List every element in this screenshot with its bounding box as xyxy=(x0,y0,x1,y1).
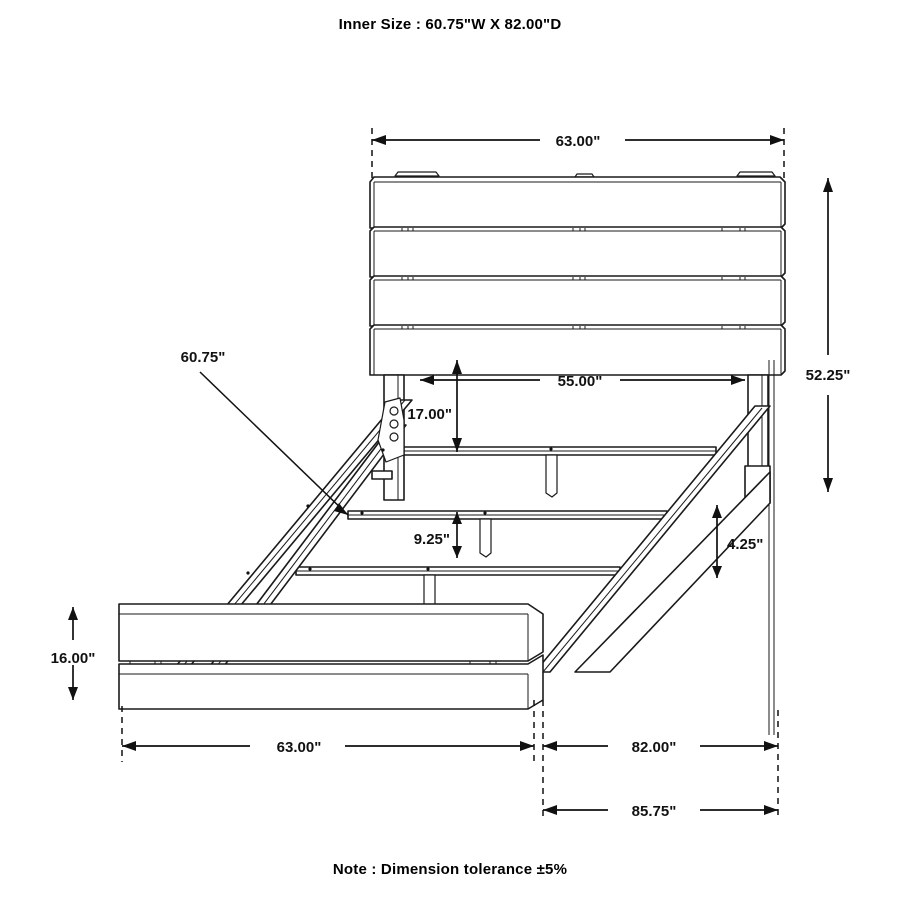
bracket-screw xyxy=(381,448,385,452)
dim-bottom-right: 82.00" xyxy=(543,739,778,756)
right-rail-face xyxy=(574,471,771,673)
footboard-slat-bottom-edge xyxy=(119,673,529,709)
bracket-bolt-3 xyxy=(389,432,399,442)
dim-b63-label: 63.00" xyxy=(277,739,322,756)
dim-b82-arrow-right xyxy=(764,741,778,751)
headboard-slat-3 xyxy=(369,275,786,327)
dim-inner-slat-leader: 60.75" xyxy=(181,349,349,516)
dim-inner-arrow-left xyxy=(420,375,434,385)
dim-headboard-height: 52.25" xyxy=(806,178,851,492)
dim-b63-arrow-left xyxy=(122,741,136,751)
headboard-slat-4 xyxy=(369,324,786,376)
page-title: Inner Size : 60.75"W X 82.00"D xyxy=(338,16,562,33)
headboard-slat-2 xyxy=(369,226,786,278)
platform-slat-3-screw xyxy=(426,567,430,571)
dim-head-clearance: 17.00" xyxy=(407,360,462,452)
dim-slat-gap: 9.25" xyxy=(414,512,462,558)
headboard-slat-3-edge xyxy=(373,279,782,326)
dim-925-label: 9.25" xyxy=(414,531,450,548)
dim-top-width: 63.00" xyxy=(371,128,785,178)
platform-slat-0 xyxy=(371,470,393,480)
right-rail-top-edge xyxy=(542,407,763,673)
platform-slat-2-screw xyxy=(483,511,487,515)
left-rail-screw-1 xyxy=(246,571,250,575)
dim-b8575-label: 85.75" xyxy=(632,803,677,820)
dim-17-arrow-bottom xyxy=(452,438,462,452)
dim-425-label: 4.25" xyxy=(727,536,763,553)
dim-inner-span-label: 55.00" xyxy=(558,373,603,390)
platform-slat-3-screw-left xyxy=(308,567,312,571)
dim-b63-arrow-right xyxy=(520,741,534,751)
footboard-slat-top xyxy=(118,603,544,662)
dim-top-arrow-right xyxy=(770,135,784,145)
dim-height-arrow-bottom xyxy=(823,478,833,492)
dim-bottom-overall: 85.75" xyxy=(543,803,778,820)
dim-footboard-height: 16.00" xyxy=(51,607,96,700)
platform-support-leg-1 xyxy=(545,454,558,498)
footboard-connectors xyxy=(129,661,497,664)
dim-925-arrow-bottom xyxy=(452,546,462,558)
footboard-slat-top-edge xyxy=(119,613,529,661)
dim-height-label: 52.25" xyxy=(806,367,851,384)
dim-rail-clearance: 4.25" xyxy=(712,505,763,578)
left-rail-screw-2 xyxy=(306,504,310,508)
dim-425-arrow-top xyxy=(712,505,722,518)
dim-17-arrow-top xyxy=(452,360,462,374)
right-rail-top xyxy=(534,405,771,673)
dim-bottom-left: 63.00" xyxy=(122,739,534,756)
headboard-slat-4-edge xyxy=(373,328,782,375)
footboard-group xyxy=(118,603,544,710)
dim-b82-label: 82.00" xyxy=(632,739,677,756)
bottom-extension-lines xyxy=(121,700,779,820)
dim-b8575-arrow-right xyxy=(764,805,778,815)
platform-slat-2-screw-left xyxy=(360,511,364,515)
tolerance-note: Note : Dimension tolerance ±5% xyxy=(332,861,568,878)
headboard-slat-connectors xyxy=(401,228,746,329)
dim-inner-arrow-right xyxy=(731,375,745,385)
dim-inner-slat-label: 60.75" xyxy=(181,349,226,366)
dim-top-arrow-left xyxy=(372,135,386,145)
dim-top-label: 63.00" xyxy=(556,133,601,150)
headboard-slat-2-edge xyxy=(373,230,782,277)
bracket-bolt-2 xyxy=(389,419,399,429)
leader-line-60 xyxy=(199,371,349,516)
leader-arrow-60 xyxy=(334,503,348,515)
dim-height-arrow-top xyxy=(823,178,833,192)
right-side-rail-group xyxy=(534,405,771,673)
dim-425-arrow-bottom xyxy=(712,566,722,578)
platform-slat-1-screw xyxy=(549,447,553,451)
rail-bracket-hardware xyxy=(377,397,405,463)
headboard-group xyxy=(369,171,786,376)
dim-17-label: 17.00" xyxy=(407,406,452,423)
headboard-slat-1-edge xyxy=(373,181,782,228)
dim-16-arrow-bottom xyxy=(68,687,78,700)
dim-b82-arrow-left xyxy=(543,741,557,751)
headboard-slat-1 xyxy=(369,176,786,229)
dim-16-arrow-top xyxy=(68,607,78,620)
headboard-top-tab-right xyxy=(736,171,776,177)
headboard-top-tab-left xyxy=(394,171,440,177)
bracket-plate xyxy=(377,397,405,463)
dim-inner-span: 55.00" xyxy=(420,373,745,390)
dim-16-label: 16.00" xyxy=(51,650,96,667)
dim-925-arrow-top xyxy=(452,512,462,524)
dim-b8575-arrow-left xyxy=(543,805,557,815)
headboard-leg-right-back-edge xyxy=(768,360,775,735)
bracket-bolt-1 xyxy=(389,406,399,416)
platform-support-leg-2 xyxy=(479,518,492,558)
